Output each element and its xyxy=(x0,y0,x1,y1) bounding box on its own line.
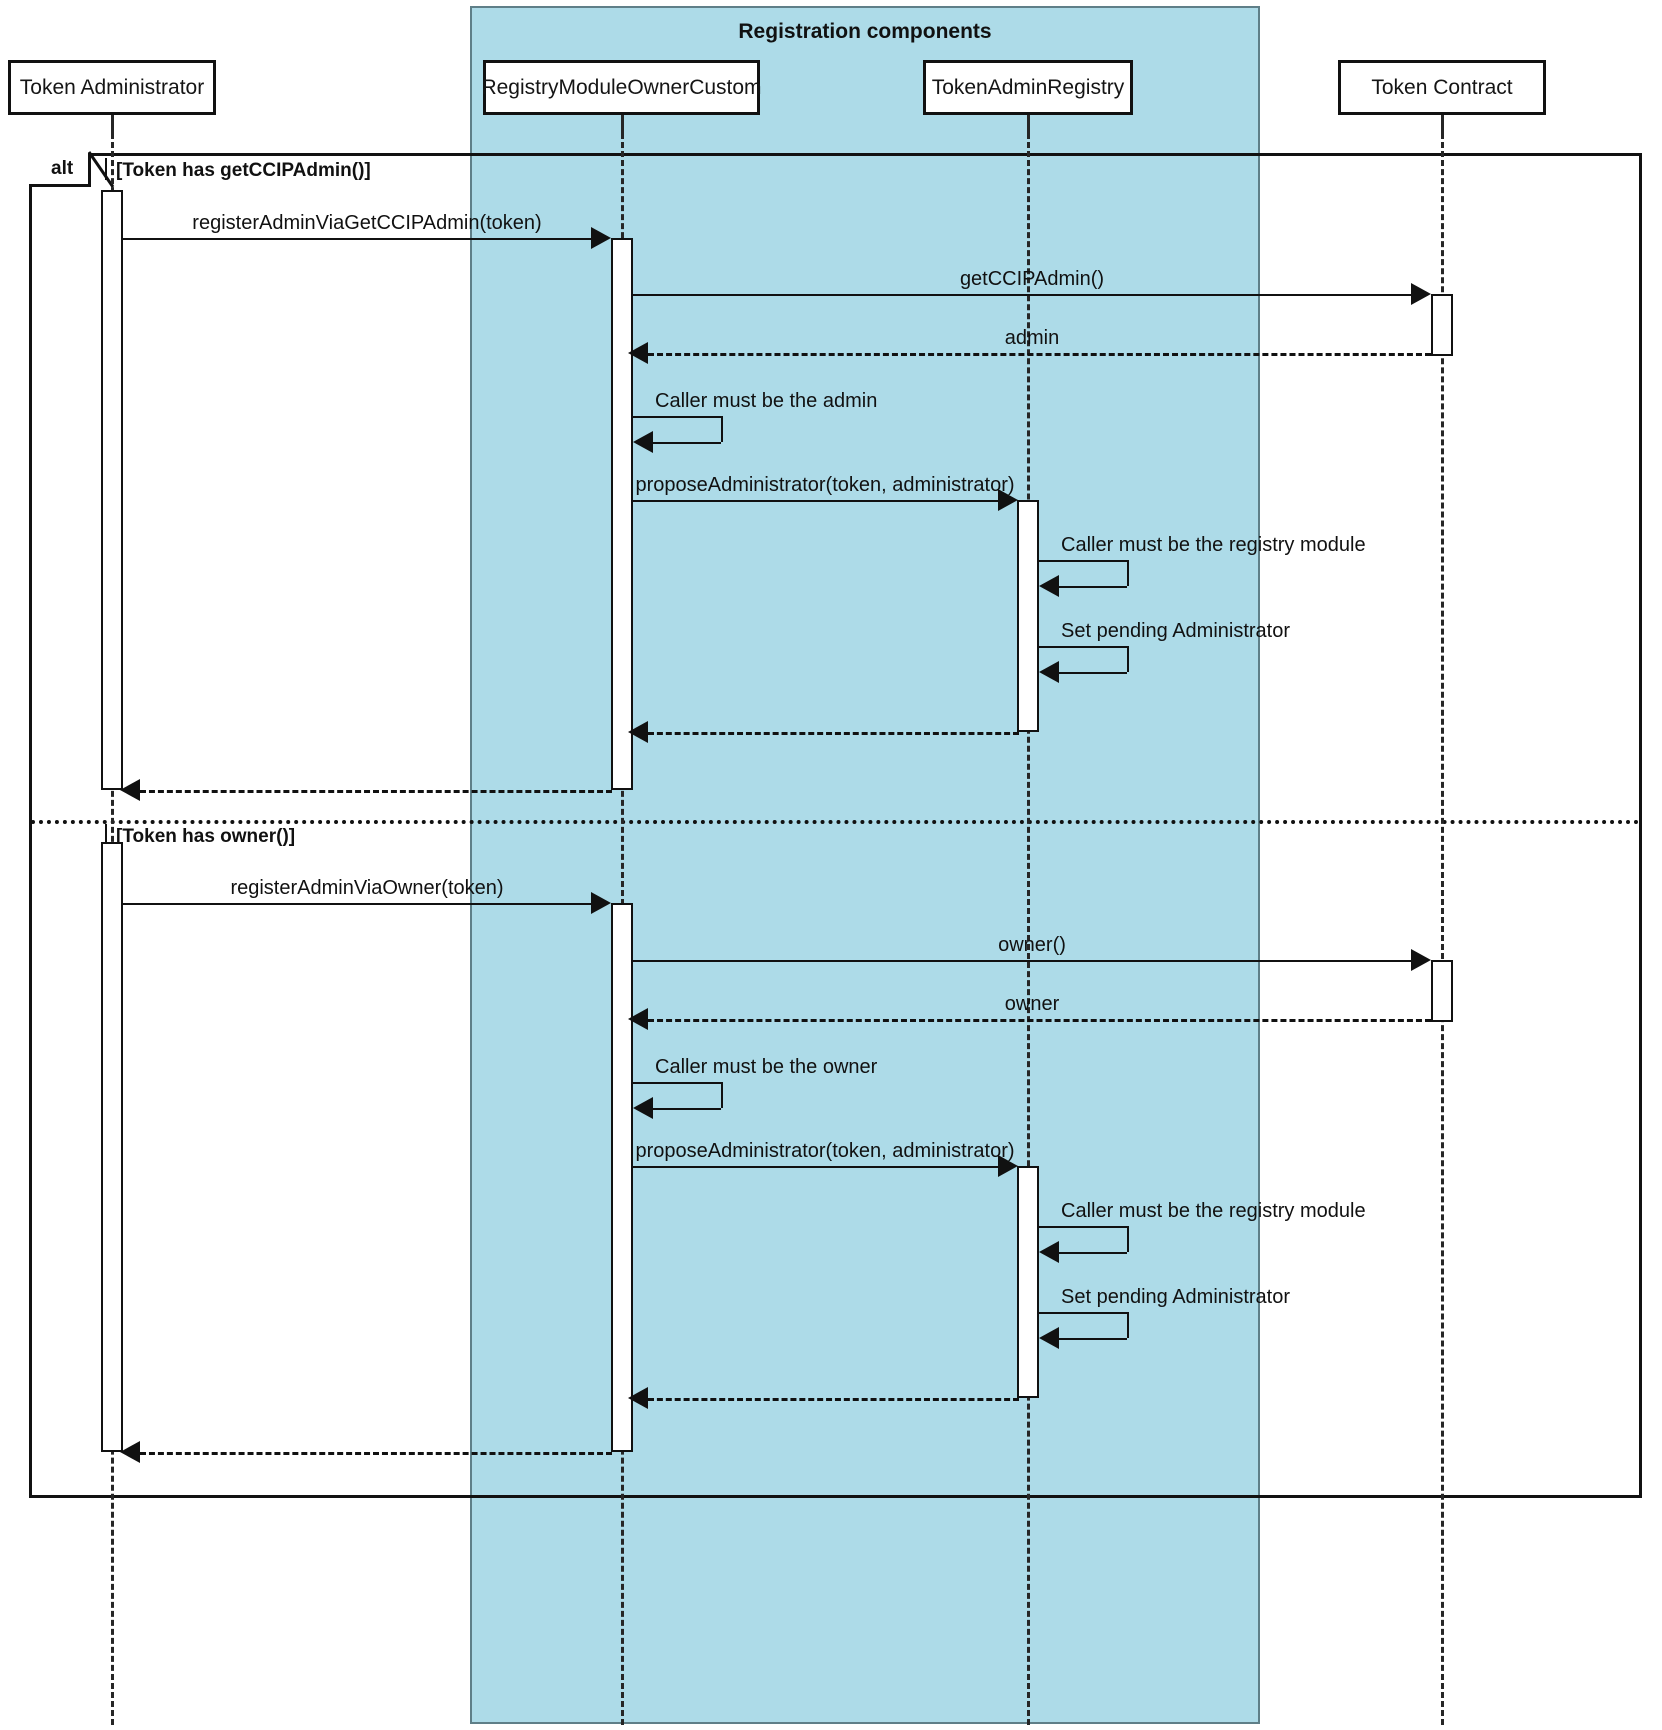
self-message-right-13 xyxy=(721,1082,723,1108)
message-arrowhead-14 xyxy=(998,1155,1018,1177)
guard-bar-branch-2 xyxy=(105,824,107,846)
message-line-18 xyxy=(140,1452,612,1455)
message-arrowhead-3 xyxy=(628,342,648,364)
message-arrowhead-1 xyxy=(591,227,611,249)
participant-token-admin-registry[interactable]: TokenAdminRegistry xyxy=(923,60,1133,115)
self-message-top-6 xyxy=(1039,560,1127,562)
self-message-bottom-16 xyxy=(1059,1338,1127,1340)
participant-token-contract[interactable]: Token Contract xyxy=(1338,60,1546,115)
message-label-6: Caller must be the registry module xyxy=(1061,534,1366,556)
self-message-bottom-13 xyxy=(653,1108,721,1110)
message-arrowhead-5 xyxy=(998,489,1018,511)
participant-token-administrator[interactable]: Token Administrator xyxy=(8,60,216,115)
message-label-15: Caller must be the registry module xyxy=(1061,1200,1366,1222)
self-message-right-4 xyxy=(721,416,723,442)
message-label-16: Set pending Administrator xyxy=(1061,1286,1291,1308)
self-message-right-7 xyxy=(1127,646,1129,672)
message-arrowhead-2 xyxy=(1411,283,1431,305)
message-line-9 xyxy=(140,790,612,793)
self-message-right-15 xyxy=(1127,1226,1129,1252)
activation-registry-module-2 xyxy=(611,903,633,1452)
message-label-4: Caller must be the admin xyxy=(655,390,878,412)
activation-token-admin-registry-2 xyxy=(1017,1166,1039,1398)
activation-token-administrator-1 xyxy=(101,190,123,790)
participant-label: TokenAdminRegistry xyxy=(931,75,1125,99)
message-line-14 xyxy=(633,1166,1007,1168)
message-arrowhead-9 xyxy=(120,779,140,801)
alt-branch-divider xyxy=(31,820,1640,824)
message-label-5: proposeAdministrator(token, administrato… xyxy=(635,474,1015,496)
message-line-5 xyxy=(633,500,1007,502)
self-message-bottom-6 xyxy=(1059,586,1127,588)
participant-registry-module-owner-custom[interactable]: RegistryModuleOwnerCustom xyxy=(481,60,762,115)
message-arrowhead-10 xyxy=(591,892,611,914)
message-label-10: registerAdminViaOwner(token) xyxy=(230,877,504,899)
message-line-1 xyxy=(123,238,600,240)
alt-operator-label: alt xyxy=(51,157,74,179)
message-line-12 xyxy=(648,1019,1431,1022)
message-label-12: owner xyxy=(1004,993,1060,1015)
message-label-14: proposeAdministrator(token, administrato… xyxy=(635,1140,1015,1162)
self-message-top-7 xyxy=(1039,646,1127,648)
message-line-10 xyxy=(123,903,600,905)
message-arrowhead-11 xyxy=(1411,949,1431,971)
alt-fragment-frame xyxy=(29,153,1642,1498)
guard-bar-branch-1 xyxy=(105,158,107,180)
self-message-arrowhead-6 xyxy=(1039,575,1059,597)
self-message-arrowhead-13 xyxy=(633,1097,653,1119)
group-title: Registration components xyxy=(738,20,992,43)
self-message-top-13 xyxy=(633,1082,721,1084)
participant-label: RegistryModuleOwnerCustom xyxy=(481,75,762,99)
self-message-top-15 xyxy=(1039,1226,1127,1228)
self-message-arrowhead-15 xyxy=(1039,1241,1059,1263)
alt-tab-diagonal-icon xyxy=(88,151,115,188)
message-line-2 xyxy=(633,294,1420,296)
guard-branch-2: [Token has owner()] xyxy=(116,826,296,847)
self-message-arrowhead-16 xyxy=(1039,1327,1059,1349)
message-line-17 xyxy=(648,1398,1019,1401)
self-message-bottom-4 xyxy=(653,442,721,444)
message-arrowhead-17 xyxy=(628,1387,648,1409)
self-message-top-4 xyxy=(633,416,721,418)
message-label-1: registerAdminViaGetCCIPAdmin(token) xyxy=(192,212,542,234)
message-arrowhead-12 xyxy=(628,1008,648,1030)
self-message-bottom-7 xyxy=(1059,672,1127,674)
message-label-7: Set pending Administrator xyxy=(1061,620,1291,642)
message-line-3 xyxy=(648,353,1431,356)
activation-token-contract-1 xyxy=(1431,294,1453,356)
self-message-right-6 xyxy=(1127,560,1129,586)
self-message-top-16 xyxy=(1039,1312,1127,1314)
message-label-2: getCCIPAdmin() xyxy=(959,268,1105,290)
participant-label: Token Contract xyxy=(1371,75,1513,99)
lifeline-token-admin-registry xyxy=(1027,115,1030,1725)
self-message-arrowhead-4 xyxy=(633,431,653,453)
message-line-8 xyxy=(648,732,1019,735)
alt-operator-tab: alt xyxy=(29,153,91,187)
participant-label: Token Administrator xyxy=(19,75,205,99)
self-message-right-16 xyxy=(1127,1312,1129,1338)
self-message-bottom-15 xyxy=(1059,1252,1127,1254)
lifeline-token-contract xyxy=(1441,115,1444,1725)
message-line-11 xyxy=(633,960,1420,962)
group-registration-components xyxy=(470,6,1260,1724)
message-label-11: owner() xyxy=(998,934,1066,956)
message-label-3: admin xyxy=(1004,327,1060,349)
activation-token-admin-registry-1 xyxy=(1017,500,1039,732)
guard-branch-1: [Token has getCCIPAdmin()] xyxy=(116,160,371,181)
self-message-arrowhead-7 xyxy=(1039,661,1059,683)
message-arrowhead-8 xyxy=(628,721,648,743)
message-arrowhead-18 xyxy=(120,1441,140,1463)
activation-registry-module-1 xyxy=(611,238,633,790)
activation-token-administrator-2 xyxy=(101,842,123,1452)
message-label-13: Caller must be the owner xyxy=(655,1056,878,1078)
activation-token-contract-2 xyxy=(1431,960,1453,1022)
